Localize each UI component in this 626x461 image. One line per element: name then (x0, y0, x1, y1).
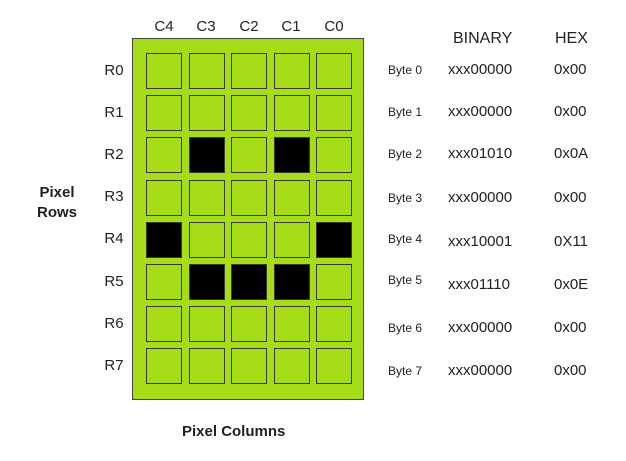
pixel-r0-c3 (189, 53, 225, 89)
binary-value-0: xxx00000 (448, 61, 513, 78)
pixel-r2-c4 (146, 137, 182, 173)
pixel-r7-c4 (146, 348, 182, 384)
hex-value-2: 0x0A (554, 145, 589, 162)
pixel-r5-c1 (274, 264, 310, 300)
pixel-r7-c0 (316, 348, 352, 384)
pixel-rows-label-line2: Rows (36, 204, 77, 221)
pixel-r6-c4 (146, 306, 182, 342)
pixel-rows-label: Pixel Rows (30, 183, 84, 223)
pixel-r5-c2 (231, 264, 267, 300)
byte-label-2: Byte 2 (388, 147, 423, 161)
pixel-r0-c4 (146, 53, 182, 89)
pixel-r2-c1 (274, 137, 310, 173)
pixel-r0-c0 (316, 53, 352, 89)
pixel-r2-c2 (231, 137, 267, 173)
binary-value-1: xxx00000 (448, 103, 513, 120)
binary-value-2: xxx01010 (448, 145, 513, 162)
pixel-r2-c0 (316, 137, 352, 173)
pixel-r1-c0 (316, 95, 352, 131)
pixel-r3-c3 (189, 180, 225, 216)
byte-label-5: Byte 5 (388, 273, 423, 287)
hex-value-4: 0X11 (554, 233, 588, 250)
row-label-r1: R1 (104, 104, 124, 121)
pixel-r6-c0 (316, 306, 352, 342)
pixel-r7-c2 (231, 348, 267, 384)
pixel-r0-c1 (274, 53, 310, 89)
pixel-columns-label: Pixel Columns (182, 423, 286, 440)
column-label-c1: C1 (281, 18, 301, 35)
binary-value-3: xxx00000 (448, 189, 513, 206)
pixel-r0-c2 (231, 53, 267, 89)
pixel-r1-c4 (146, 95, 182, 131)
column-label-c0: C0 (324, 18, 344, 35)
pixel-r5-c3 (189, 264, 225, 300)
row-label-r2: R2 (104, 146, 124, 163)
hex-value-0: 0x00 (554, 61, 587, 78)
pixel-r6-c3 (189, 306, 225, 342)
pixel-r1-c1 (274, 95, 310, 131)
byte-label-3: Byte 3 (388, 191, 423, 205)
hex-value-5: 0x0E (554, 276, 589, 293)
pixel-r4-c0 (316, 222, 352, 258)
row-label-r4: R4 (104, 230, 124, 247)
pixel-r6-c2 (231, 306, 267, 342)
column-label-c3: C3 (196, 18, 216, 35)
pixel-r3-c4 (146, 180, 182, 216)
hex-header: HEX (555, 30, 588, 47)
binary-value-7: xxx00000 (448, 362, 513, 379)
pixel-r3-c0 (316, 180, 352, 216)
binary-header: BINARY (453, 30, 513, 47)
column-label-c4: C4 (154, 18, 174, 35)
hex-value-1: 0x00 (554, 103, 587, 120)
hex-value-3: 0x00 (554, 189, 587, 206)
pixel-r4-c3 (189, 222, 225, 258)
binary-value-6: xxx00000 (448, 319, 513, 336)
hex-value-7: 0x00 (554, 362, 587, 379)
pixel-r5-c4 (146, 264, 182, 300)
byte-label-4: Byte 4 (388, 232, 423, 246)
row-label-r5: R5 (104, 273, 124, 290)
row-label-r0: R0 (104, 62, 124, 79)
byte-label-0: Byte 0 (388, 63, 423, 77)
pixel-r4-c2 (231, 222, 267, 258)
pixel-r1-c3 (189, 95, 225, 131)
pixel-r5-c0 (316, 264, 352, 300)
byte-label-1: Byte 1 (388, 105, 423, 119)
pixel-r4-c4 (146, 222, 182, 258)
pixel-r2-c3 (189, 137, 225, 173)
row-label-r3: R3 (104, 188, 124, 205)
pixel-r4-c1 (274, 222, 310, 258)
pixel-rows-label-line1: Pixel (39, 184, 75, 201)
pixel-r3-c2 (231, 180, 267, 216)
pixel-r6-c1 (274, 306, 310, 342)
row-label-r7: R7 (104, 357, 124, 374)
byte-label-6: Byte 6 (388, 321, 423, 335)
hex-value-6: 0x00 (554, 319, 587, 336)
column-label-c2: C2 (239, 18, 259, 35)
pixel-r7-c1 (274, 348, 310, 384)
pixel-r3-c1 (274, 180, 310, 216)
pixel-r7-c3 (189, 348, 225, 384)
binary-value-5: xxx01110 (448, 276, 510, 293)
binary-value-4: xxx10001 (448, 233, 513, 250)
row-label-r6: R6 (104, 315, 124, 332)
pixel-r1-c2 (231, 95, 267, 131)
pixel-grid (132, 38, 364, 400)
byte-label-7: Byte 7 (388, 364, 423, 378)
